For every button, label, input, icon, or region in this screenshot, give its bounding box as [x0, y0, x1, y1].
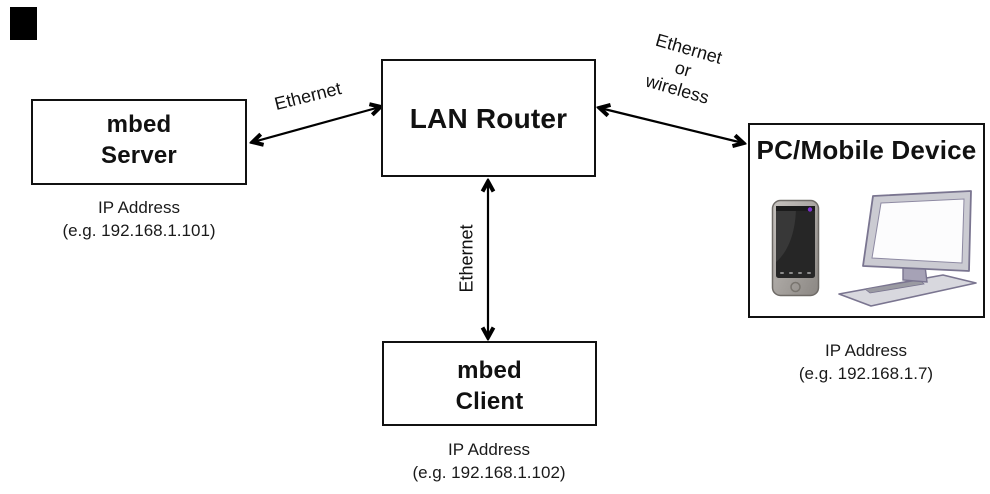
desktop-computer-icon — [838, 190, 977, 307]
node-mbed-client: mbed Client — [382, 341, 597, 426]
node-pc-mobile-device: PC/Mobile Device — [748, 123, 985, 318]
caption-line: IP Address — [98, 198, 180, 217]
link-label-ethernet-left: Ethernet — [272, 78, 344, 114]
node-title: mbed — [457, 357, 522, 384]
node-title: PC/Mobile Device — [756, 135, 977, 165]
caption-line: IP Address — [448, 440, 530, 459]
server-ip-caption: IP Address (e.g. 192.168.1.101) — [29, 196, 249, 242]
node-lan-router: LAN Router — [381, 59, 596, 177]
node-title: LAN Router — [409, 102, 568, 134]
node-title: Server — [101, 142, 177, 169]
scan-corner-marker — [10, 7, 37, 40]
smartphone-icon — [771, 199, 820, 297]
caption-line: (e.g. 192.168.1.7) — [798, 364, 934, 383]
node-mbed-server: mbed Server — [31, 99, 247, 185]
link-label-ethernet-vertical: Ethernet — [456, 224, 477, 293]
caption-line: (e.g. 192.168.1.102) — [412, 463, 566, 482]
caption-line: (e.g. 192.168.1.101) — [62, 221, 216, 240]
client-ip-caption: IP Address (e.g. 192.168.1.102) — [379, 438, 599, 484]
caption-line: IP Address — [825, 341, 907, 360]
node-title: mbed — [106, 111, 172, 138]
link-label-ethernet-or-wireless: Ethernet or wireless — [617, 23, 750, 117]
node-title: Client — [455, 388, 524, 415]
pc-ip-caption: IP Address (e.g. 192.168.1.7) — [756, 339, 976, 385]
